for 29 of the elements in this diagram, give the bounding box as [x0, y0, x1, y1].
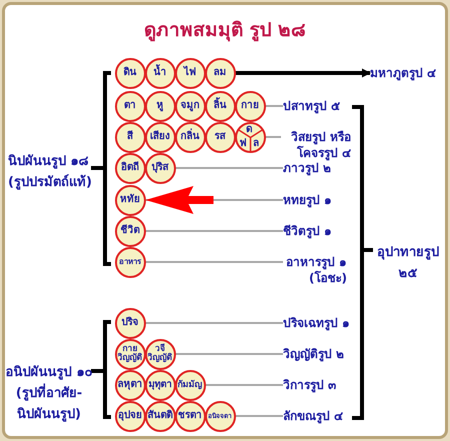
group-label: วิการรูป ๓ — [283, 377, 353, 393]
group-label: อาหารรูป ๑ (โอชะ) — [283, 254, 347, 286]
bubble-text: ฟ — [240, 139, 246, 149]
group-label: ภาวรูป ๒ — [283, 160, 353, 176]
connector-line — [266, 136, 281, 138]
group-label: ชีวิตรูป ๑ — [283, 223, 353, 239]
connector-line — [146, 230, 283, 232]
connector-line — [206, 384, 283, 386]
arrow — [236, 68, 371, 78]
split-bubble — [234, 122, 266, 152]
connector-line — [146, 261, 283, 263]
group-label: ปสาทรูป ๕ — [283, 98, 355, 114]
group-label: หทยรูป ๑ — [283, 192, 353, 208]
category-label: นิปผันนรูป ๑๘ (รูปปรมัตถ์แท้) — [8, 153, 93, 192]
bubble-text: ด — [246, 124, 252, 134]
title: ดูภาพสมมุติ รูป ๒๘ — [142, 18, 308, 44]
connector-line — [236, 415, 283, 417]
group-label: วิญญัติรูป ๒ — [283, 346, 363, 362]
category-label: อุปาทายรูป ๒๕ — [376, 244, 440, 283]
connector-line — [266, 105, 283, 107]
category-label: อนิปผันนรูป ๑๐ (รูปที่อาศัย-นิปผันนรูป) — [4, 364, 94, 424]
connector-line — [176, 353, 283, 355]
group-label: วิสยรูป หรือ โคจรรูป ๔ — [281, 129, 351, 161]
group-label: มหาภูตรูป ๔ — [370, 65, 448, 81]
connector-line — [146, 322, 283, 324]
bubble-text: ล — [253, 139, 259, 149]
group-label: ปริจเฉทรูป ๑ — [283, 315, 363, 331]
group-label: ลักขณรูป ๔ — [283, 408, 353, 424]
connector-line — [176, 167, 283, 169]
